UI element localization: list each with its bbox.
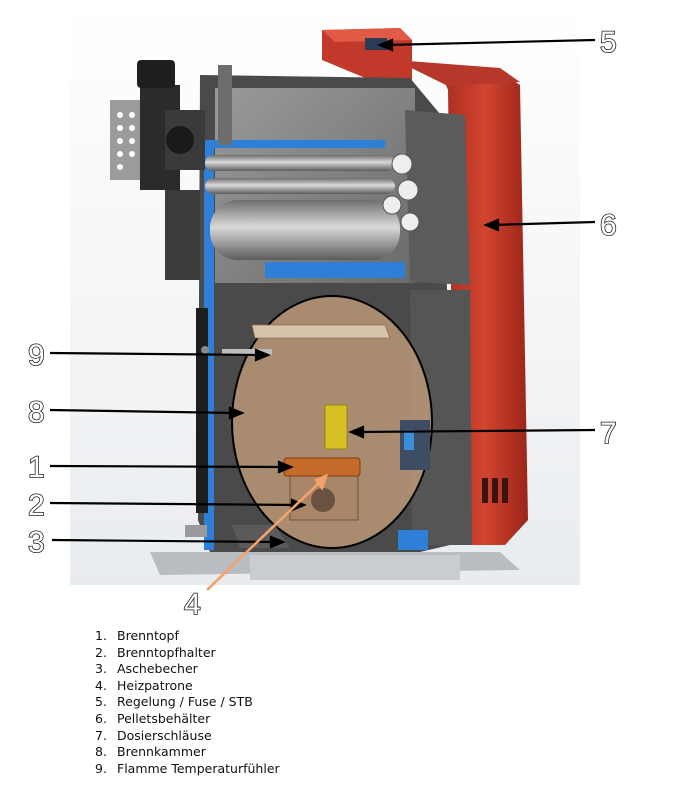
flame-temperature-sensor (222, 349, 272, 355)
callout-5: 5 (600, 26, 617, 59)
controller-box-top (322, 28, 412, 42)
side-panel (405, 110, 470, 285)
dosing-chute (324, 404, 348, 450)
legend-item: 9.Flamme Temperaturfühler (95, 760, 280, 776)
side-panel-lower (410, 290, 472, 545)
callout-7: 7 (600, 417, 617, 450)
callout-9: 9 (28, 339, 45, 372)
legend-item: 1.Brenntopf (95, 628, 179, 643)
insulation-left (204, 140, 214, 550)
base-plate-front (250, 555, 460, 580)
burner-fan-assembly (110, 60, 205, 280)
insulation-mid-shelf (265, 262, 405, 278)
insulation-bottom (398, 530, 428, 550)
heat-exchanger-tubes (205, 153, 420, 260)
callout-4: 4 (184, 588, 201, 621)
legend-item: 2.Brenntopfhalter (95, 644, 216, 660)
legend-item: 3.Aschebecher (95, 661, 198, 677)
pellet-feeder-window (404, 430, 414, 450)
legend-item: 6.Pelletsbehälter (95, 710, 211, 726)
burner-pot (283, 457, 361, 477)
callout-1: 1 (28, 451, 45, 484)
chimney-pipe (218, 65, 232, 145)
legend-item: 4.Heizpatrone (95, 677, 193, 693)
callout-2: 2 (28, 489, 45, 522)
heater-arrow (206, 473, 329, 591)
insulation-upper-shelf (205, 140, 385, 148)
red-housing-top (395, 60, 520, 86)
ash-pipe-stub (185, 525, 207, 537)
legend-item: 8.Brennkammer (95, 744, 206, 760)
baffle-plate (251, 324, 391, 339)
legend-item: 5.Regelung / Fuse / STB (95, 694, 253, 710)
parts-legend: 1.Brenntopf 2.Brenntopfhalter 3.Aschebec… (95, 628, 280, 777)
callout-6: 6 (600, 209, 617, 242)
callout-3: 3 (28, 526, 45, 559)
callout-8: 8 (28, 396, 45, 429)
controller-display (365, 38, 387, 50)
vent-slots (482, 478, 508, 503)
legend-item: 7.Dosierschläuse (95, 727, 212, 743)
door-panel (196, 308, 208, 513)
boiler-cutaway-diagram: 5 6 9 8 7 1 2 3 4 (27, 8, 617, 622)
